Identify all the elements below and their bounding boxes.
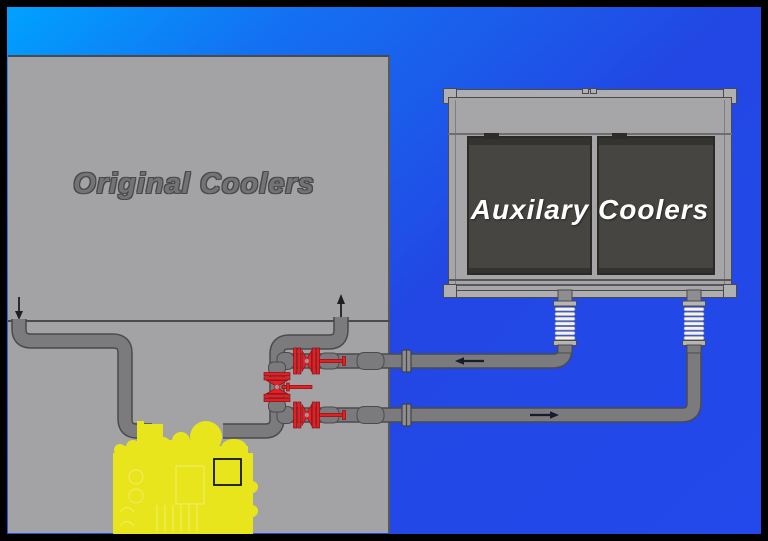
aux-bottom-line — [449, 284, 731, 286]
aux-panel-clamp — [612, 133, 627, 139]
aux-plenum-line — [448, 133, 732, 135]
aux-panel-left — [467, 136, 592, 275]
aux-bottom-line — [449, 279, 731, 281]
aux-bottom-rail — [446, 290, 734, 298]
aux-panel-clamp — [484, 133, 499, 139]
aux-bottom-left-cap — [443, 284, 457, 298]
original-coolers-box — [8, 55, 390, 533]
aux-frame-inner-line — [455, 100, 456, 290]
aux-panel-right — [597, 136, 715, 275]
coolers-divider-line — [8, 320, 390, 322]
aux-bottom-right-cap — [723, 284, 737, 298]
aux-cooler-unit: Auxilary Coolers — [443, 88, 737, 298]
original-coolers-label: Original Coolers — [73, 168, 315, 200]
aux-top-tab — [590, 88, 597, 94]
aux-top-tab — [582, 88, 589, 94]
aux-coolers-label: Auxilary Coolers — [470, 194, 710, 225]
aux-frame-inner-line — [724, 100, 725, 290]
